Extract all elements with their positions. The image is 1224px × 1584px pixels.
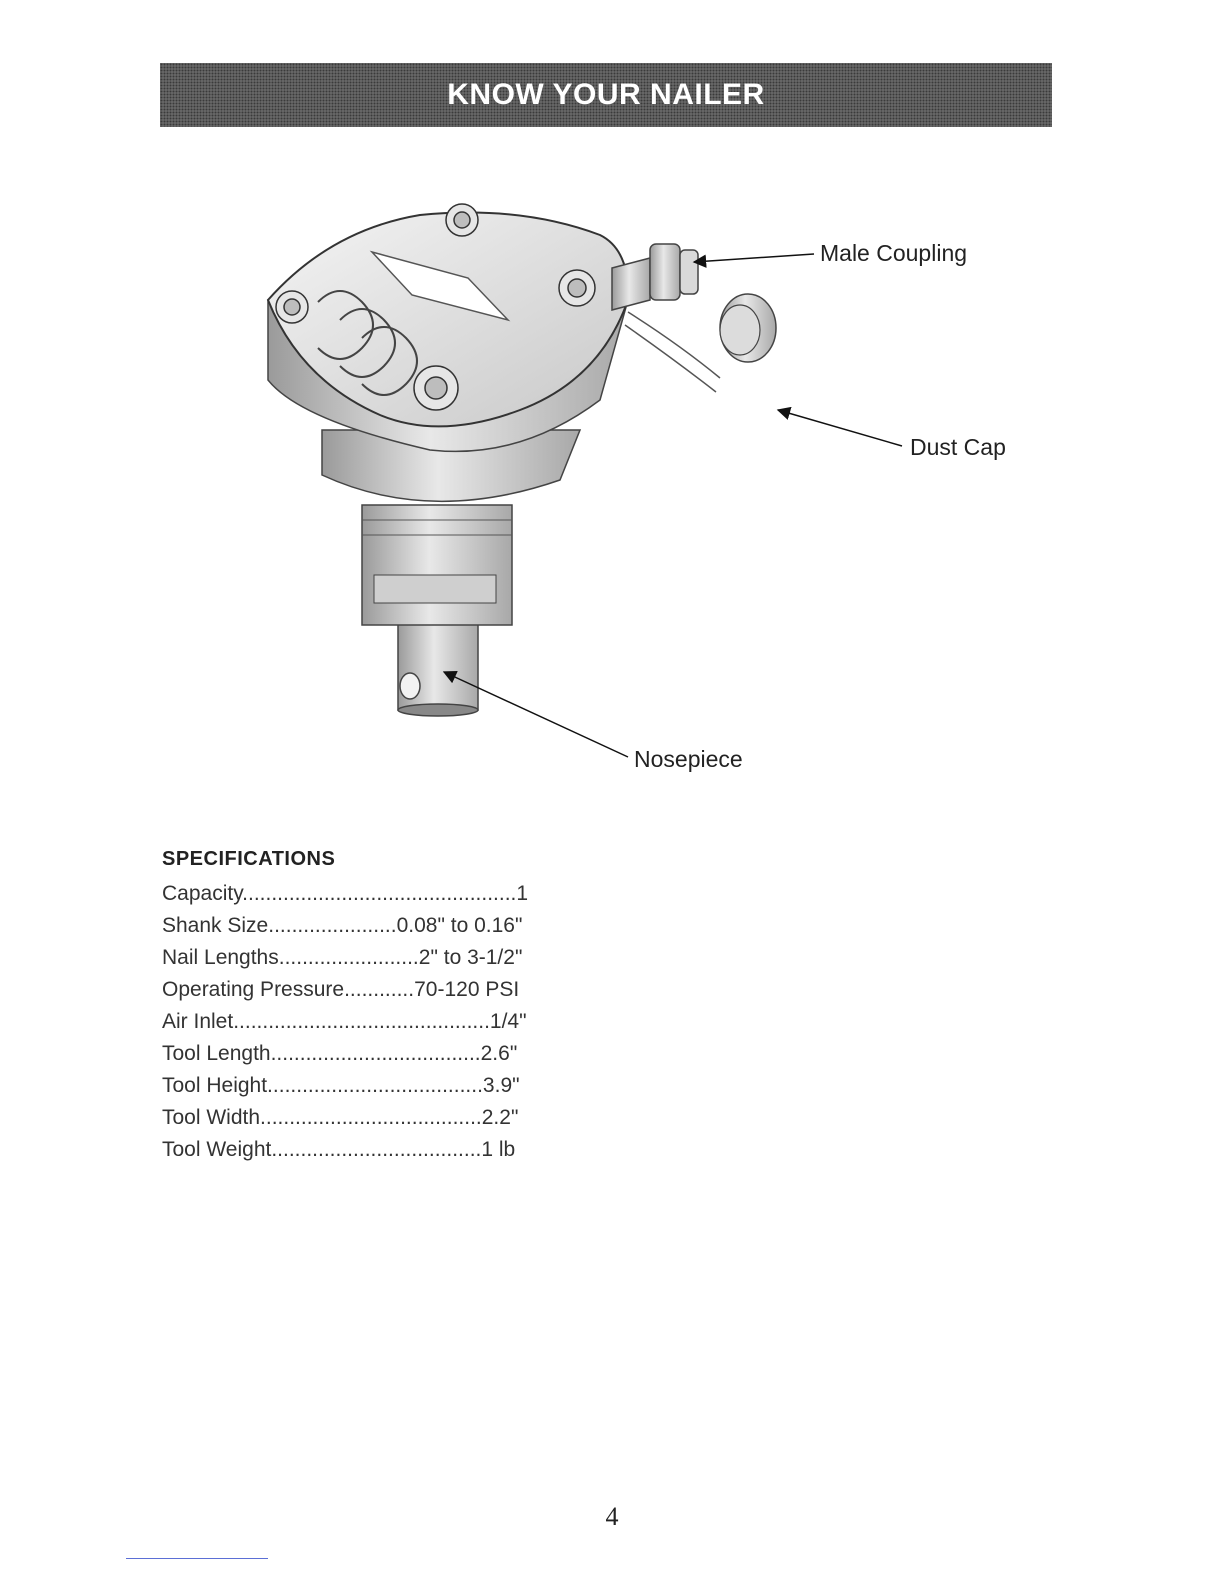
dust-cap-label: Dust Cap [910, 434, 1006, 460]
dust-cap-part [719, 293, 777, 363]
spec-tool-width: Tool Width..............................… [162, 1106, 519, 1129]
footer-rule [126, 1558, 268, 1559]
spec-operating-pressure: Operating Pressure............70-120 PSI [162, 978, 520, 1001]
nailer-body [266, 203, 630, 502]
male-coupling-label: Male Coupling [820, 240, 968, 266]
nailer-diagram [266, 203, 903, 758]
page-title: KNOW YOUR NAILER [447, 78, 765, 111]
spec-tool-height: Tool Height.............................… [162, 1074, 520, 1097]
male-coupling-leader [692, 253, 815, 268]
dust-cap-tether [624, 311, 721, 393]
shaft-part [361, 504, 513, 626]
dust-cap-leader [776, 406, 903, 447]
spec-air-inlet: Air Inlet...............................… [162, 1010, 527, 1033]
spec-tool-weight: Tool Weight.............................… [162, 1138, 516, 1161]
page-number: 4 [605, 1502, 619, 1531]
spec-capacity: Capacity................................… [162, 882, 529, 905]
header-banner: KNOW YOUR NAILER [160, 63, 1052, 127]
male-coupling-part [611, 243, 699, 311]
specifications-list: Capacity................................… [162, 878, 592, 1166]
spec-tool-length: Tool Length.............................… [162, 1042, 518, 1065]
nosepiece-label: Nosepiece [634, 746, 743, 772]
spec-shank-size: Shank Size......................0.08" to… [162, 914, 523, 937]
spec-nail-lengths: Nail Lengths........................2" t… [162, 946, 523, 969]
nosepiece-leader [442, 670, 629, 758]
specifications-heading: SPECIFICATIONS [162, 848, 336, 870]
nosepiece-part [397, 614, 479, 717]
